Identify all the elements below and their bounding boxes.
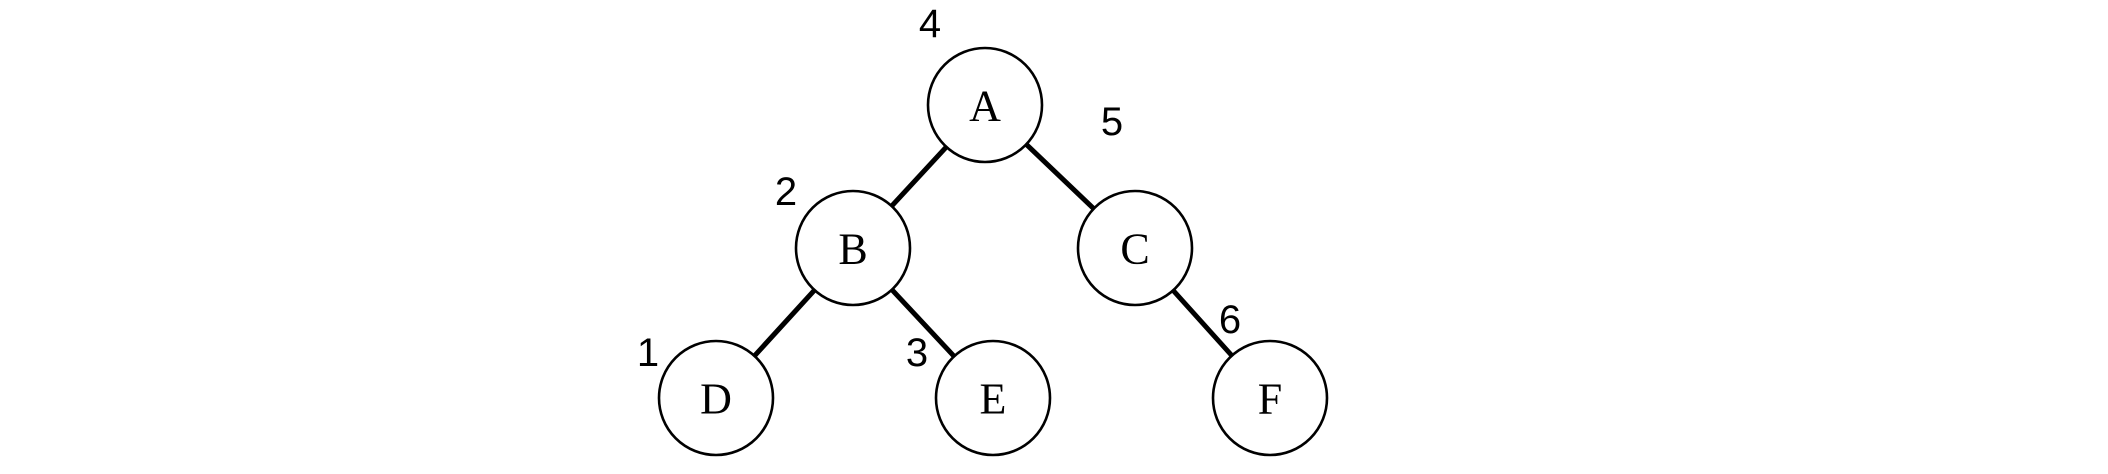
tree-node-e[interactable]: E [934, 339, 1052, 457]
tree-edge-a-b [889, 145, 949, 208]
tree-edge-c-f [1171, 288, 1234, 358]
traversal-order-label-e: 3 [906, 331, 928, 375]
node-label-d: D [700, 375, 732, 424]
node-layer: A B C D E F [657, 46, 1329, 457]
order-label-layer: 4 2 5 1 3 6 [637, 2, 1241, 375]
tree-edge-a-c [1024, 142, 1096, 211]
tree-node-a[interactable]: A [926, 46, 1044, 164]
node-label-a: A [969, 82, 1001, 131]
node-label-f: F [1258, 375, 1282, 424]
node-label-e: E [980, 375, 1007, 424]
tree-edge-b-e [890, 287, 956, 359]
edge-layer [752, 142, 1234, 359]
traversal-order-label-a: 4 [919, 2, 941, 46]
tree-node-c[interactable]: C [1076, 189, 1194, 307]
tree-node-b[interactable]: B [794, 189, 912, 307]
traversal-order-label-f: 6 [1219, 298, 1241, 342]
tree-node-f[interactable]: F [1211, 339, 1329, 457]
traversal-order-label-c: 5 [1101, 100, 1123, 144]
node-circle-a[interactable] [926, 46, 1044, 164]
node-circle-d[interactable] [657, 339, 775, 457]
traversal-order-label-d: 1 [637, 331, 659, 375]
node-circle-e[interactable] [934, 339, 1052, 457]
node-label-b: B [838, 225, 867, 274]
traversal-order-label-b: 2 [775, 170, 797, 214]
tree-node-d[interactable]: D [657, 339, 775, 457]
node-circle-f[interactable] [1211, 339, 1329, 457]
node-circle-b[interactable] [794, 189, 912, 307]
tree-edge-b-d [752, 288, 817, 358]
node-label-c: C [1120, 225, 1149, 274]
node-circle-c[interactable] [1076, 189, 1194, 307]
